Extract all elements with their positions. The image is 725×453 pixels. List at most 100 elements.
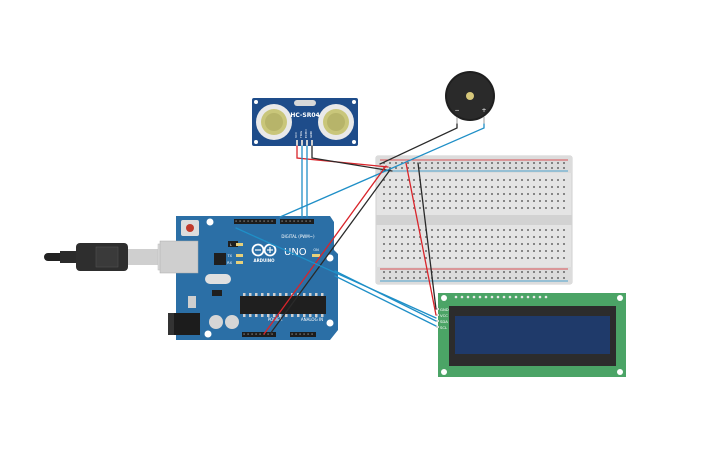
lcd-i2c-pin[interactable]: [436, 308, 439, 310]
breadboard-hole[interactable]: [425, 193, 427, 195]
breadboard-hole[interactable]: [407, 277, 409, 279]
breadboard-hole[interactable]: [383, 193, 385, 195]
breadboard-hole[interactable]: [431, 257, 433, 259]
breadboard-hole[interactable]: [401, 193, 403, 195]
breadboard-hole[interactable]: [461, 207, 463, 209]
breadboard-hole[interactable]: [431, 167, 433, 169]
breadboard-hole[interactable]: [395, 236, 397, 238]
breadboard-hole[interactable]: [473, 236, 475, 238]
breadboard-hole[interactable]: [497, 229, 499, 231]
breadboard-hole[interactable]: [449, 162, 451, 164]
breadboard-hole[interactable]: [479, 243, 481, 245]
breadboard-hole[interactable]: [497, 167, 499, 169]
lcd-i2c-pin[interactable]: [436, 320, 439, 322]
breadboard-hole[interactable]: [563, 186, 565, 188]
breadboard-hole[interactable]: [461, 250, 463, 252]
breadboard-hole[interactable]: [389, 250, 391, 252]
breadboard-hole[interactable]: [545, 167, 547, 169]
breadboard-hole[interactable]: [539, 193, 541, 195]
breadboard-hole[interactable]: [479, 167, 481, 169]
breadboard-hole[interactable]: [401, 179, 403, 181]
breadboard-hole[interactable]: [533, 186, 535, 188]
breadboard-hole[interactable]: [437, 193, 439, 195]
breadboard-hole[interactable]: [431, 207, 433, 209]
breadboard-hole[interactable]: [521, 277, 523, 279]
breadboard-hole[interactable]: [425, 271, 427, 273]
breadboard-hole[interactable]: [407, 229, 409, 231]
breadboard-hole[interactable]: [383, 236, 385, 238]
breadboard-hole[interactable]: [473, 162, 475, 164]
breadboard-hole[interactable]: [551, 179, 553, 181]
breadboard-hole[interactable]: [401, 257, 403, 259]
breadboard-hole[interactable]: [431, 250, 433, 252]
breadboard-hole[interactable]: [521, 250, 523, 252]
breadboard-hole[interactable]: [383, 229, 385, 231]
breadboard-hole[interactable]: [527, 236, 529, 238]
breadboard-hole[interactable]: [515, 193, 517, 195]
breadboard-hole[interactable]: [431, 229, 433, 231]
breadboard-hole[interactable]: [551, 186, 553, 188]
breadboard-hole[interactable]: [521, 271, 523, 273]
breadboard-hole[interactable]: [467, 250, 469, 252]
breadboard-hole[interactable]: [455, 243, 457, 245]
breadboard-hole[interactable]: [401, 229, 403, 231]
breadboard-hole[interactable]: [509, 229, 511, 231]
breadboard-hole[interactable]: [539, 167, 541, 169]
breadboard-hole[interactable]: [467, 277, 469, 279]
breadboard-hole[interactable]: [551, 229, 553, 231]
wire-arduino-gnd[interactable]: [269, 169, 391, 335]
breadboard-hole[interactable]: [449, 250, 451, 252]
wire-buzzer-minus[interactable]: [379, 123, 458, 165]
breadboard-hole[interactable]: [443, 193, 445, 195]
wire-lcd-sda[interactable]: [334, 270, 437, 322]
breadboard-hole[interactable]: [485, 167, 487, 169]
header-pin[interactable]: [259, 220, 261, 222]
breadboard-hole[interactable]: [509, 271, 511, 273]
breadboard-hole[interactable]: [455, 179, 457, 181]
breadboard-hole[interactable]: [449, 193, 451, 195]
breadboard-hole[interactable]: [413, 250, 415, 252]
breadboard-hole[interactable]: [419, 277, 421, 279]
breadboard-hole[interactable]: [473, 257, 475, 259]
breadboard-hole[interactable]: [425, 179, 427, 181]
breadboard-hole[interactable]: [407, 167, 409, 169]
breadboard-hole[interactable]: [509, 167, 511, 169]
breadboard-hole[interactable]: [437, 200, 439, 202]
breadboard-hole[interactable]: [485, 257, 487, 259]
breadboard-hole[interactable]: [401, 271, 403, 273]
breadboard-hole[interactable]: [533, 243, 535, 245]
breadboard-hole[interactable]: [467, 243, 469, 245]
breadboard-hole[interactable]: [389, 167, 391, 169]
breadboard-hole[interactable]: [473, 229, 475, 231]
breadboard-hole[interactable]: [533, 162, 535, 164]
breadboard-hole[interactable]: [527, 243, 529, 245]
breadboard-hole[interactable]: [497, 193, 499, 195]
breadboard-hole[interactable]: [425, 207, 427, 209]
breadboard-hole[interactable]: [503, 250, 505, 252]
breadboard-hole[interactable]: [407, 250, 409, 252]
breadboard-hole[interactable]: [425, 162, 427, 164]
breadboard-hole[interactable]: [491, 257, 493, 259]
breadboard-hole[interactable]: [461, 200, 463, 202]
breadboard-hole[interactable]: [437, 271, 439, 273]
breadboard-hole[interactable]: [467, 236, 469, 238]
breadboard-hole[interactable]: [497, 236, 499, 238]
breadboard-hole[interactable]: [395, 167, 397, 169]
breadboard-hole[interactable]: [407, 243, 409, 245]
breadboard-hole[interactable]: [407, 162, 409, 164]
breadboard-hole[interactable]: [479, 207, 481, 209]
breadboard-hole[interactable]: [467, 207, 469, 209]
breadboard-hole[interactable]: [539, 200, 541, 202]
header-pin[interactable]: [307, 333, 309, 335]
breadboard-hole[interactable]: [443, 243, 445, 245]
breadboard-hole[interactable]: [515, 207, 517, 209]
wire-sensor-gnd[interactable]: [311, 145, 393, 172]
breadboard-hole[interactable]: [413, 236, 415, 238]
breadboard-hole[interactable]: [461, 229, 463, 231]
breadboard-hole[interactable]: [527, 229, 529, 231]
breadboard-hole[interactable]: [545, 193, 547, 195]
breadboard-hole[interactable]: [485, 186, 487, 188]
breadboard-hole[interactable]: [533, 207, 535, 209]
breadboard-hole[interactable]: [491, 167, 493, 169]
breadboard-hole[interactable]: [503, 229, 505, 231]
